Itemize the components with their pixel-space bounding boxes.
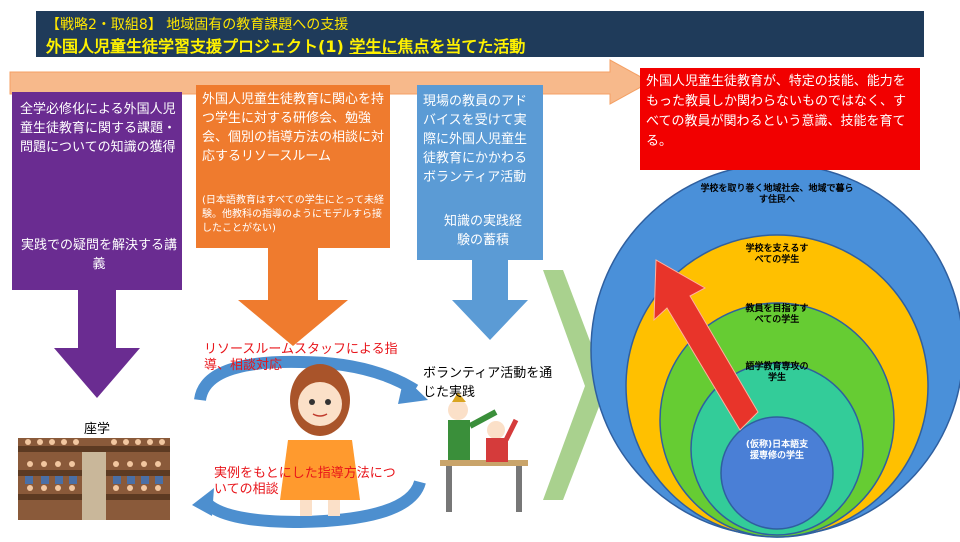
header-subtitle: 【戦略2・取組8】 地域固有の教育課題への支援 [46, 17, 349, 33]
blue-block [417, 85, 543, 260]
purple-block [12, 92, 182, 290]
lecture-knowledge-text: 全学必修化による外国人児童生徒教育に関する課題・問題についての知識の獲得 [20, 102, 177, 155]
ring-label-all-students: 学校を支えるすべての学生 [745, 244, 809, 265]
title-tail: 焦点を当てた活動 [397, 37, 526, 56]
ring-support-course [720, 416, 834, 530]
classroom-illustration [18, 438, 170, 520]
orange-block [196, 85, 390, 248]
ring-label-teacher-aspirants: 教員を目指すすべての学生 [745, 304, 809, 325]
orange-down-arrow [238, 248, 348, 346]
growth-arrow [653, 259, 759, 431]
cycle-arrow-bottom [199, 479, 426, 529]
lecture-caption: 座学 [84, 422, 111, 437]
ring-label-support-course: (仮称)日本語支援専修の学生 [745, 440, 809, 461]
goal-box: 外国人児童生徒教育が、特定の技能、能力をもった教員しか関わらないものではなく、す… [640, 68, 920, 170]
experience-text: 知識の実践経験の蓄積 [443, 214, 522, 248]
cycle-arrow-top-head [398, 377, 428, 404]
lecture-qa-text: 実践での疑問を解決する講義 [20, 238, 177, 272]
volunteer-caption: ボランティア活動を通じた実践 [423, 366, 553, 400]
purple-down-arrow [54, 290, 140, 398]
resource-room-note: (日本語教育はすべての学生にとって未経験。他教科の指導のようにモデルすら接したこ… [202, 195, 385, 234]
cycle-arrow-bottom-head [192, 488, 214, 516]
consultation-text: 実例をもとにした指導方法についての相談 [214, 466, 396, 497]
staff-illustration [280, 364, 360, 516]
volunteer-text: 現場の教員のアドバイスを受けて実際に外国人児童生徒教育にかかわるボランティア活動 [423, 94, 528, 185]
cycle-arrow-top [194, 355, 419, 402]
resource-room-text: 外国人児童生徒教育に関心を持つ学生に対する研修会、勉強会、個別の指導方法の相談に… [202, 92, 385, 164]
volunteer-illustration [440, 392, 528, 512]
ring-label-community: 学校を取り巻く地域社会、地域で暮らす住民へ [700, 184, 854, 205]
page-title: 外国人児童生徒学習支援プロジェクト(1) 学生に焦点を当てた活動 [46, 33, 525, 57]
ring-label-language-majors: 語学教育専攻の学生 [745, 362, 809, 383]
staff-support-text: リソースルームスタッフによる指導、相談対応 [204, 342, 398, 373]
title-main: 外国人児童生徒学習支援プロジェクト(1) [46, 37, 350, 56]
title-underlined: 学生に [349, 37, 398, 56]
header-banner: 【戦略2・取組8】 地域固有の教育課題への支援 外国人児童生徒学習支援プロジェク… [36, 11, 924, 57]
blue-down-arrow [452, 258, 528, 340]
